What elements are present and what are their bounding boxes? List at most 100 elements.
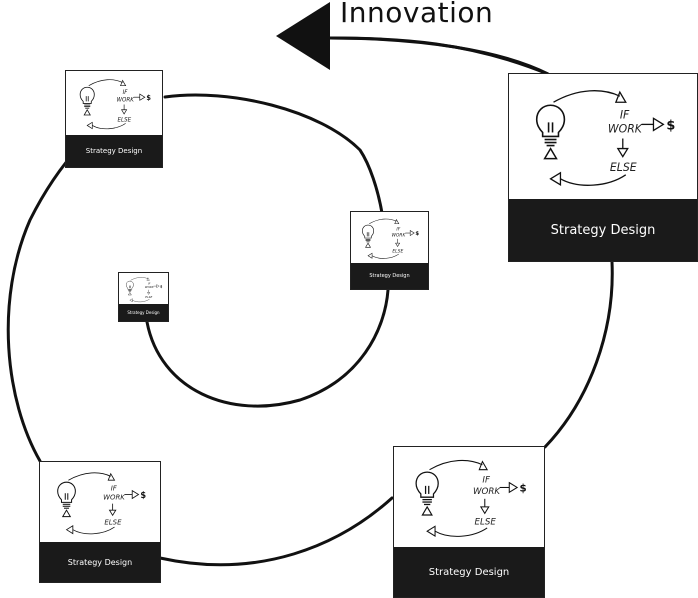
triangle-up-icon <box>365 242 371 248</box>
arc-arrow-top <box>553 90 621 103</box>
strategy-flow-graphic: IF WORK $ ELSE <box>126 277 163 303</box>
arc-arrow-top <box>369 218 397 225</box>
card-label: Strategy Design <box>119 304 168 321</box>
card-illustration: IF WORK $ ELSE <box>66 71 162 137</box>
triangle-arrow-icon <box>107 472 116 481</box>
triangle-left-icon <box>426 525 436 537</box>
triangle-down-icon <box>120 109 128 115</box>
triangle-right-icon <box>652 117 665 132</box>
if-label: IF <box>123 90 129 96</box>
triangle-right-icon <box>139 93 146 101</box>
card-illustration: IF WORK $ ELSE <box>119 273 168 306</box>
work-label: WORK <box>608 122 643 135</box>
strategy-card-small: IF WORK $ ELSE Strategy Design <box>118 272 169 322</box>
else-label: ELSE <box>475 518 497 528</box>
strategy-flow-graphic: IF WORK $ ELSE <box>415 459 527 537</box>
dollar-label: $ <box>160 284 163 288</box>
triangle-right-icon <box>409 230 415 237</box>
triangle-left-icon <box>129 298 133 303</box>
triangle-arrow-icon <box>478 460 489 471</box>
card-label: Strategy Design <box>351 263 428 289</box>
strategy-card-medium: IF WORK $ ELSE Strategy Design <box>350 211 429 290</box>
strategy-card-large: IF WORK $ ELSE Strategy Design <box>508 73 698 262</box>
triangle-right-icon <box>131 489 140 500</box>
strategy-flow-graphic: IF WORK $ ELSE <box>57 472 146 535</box>
card-illustration: IF WORK $ ELSE <box>40 462 160 544</box>
if-label: IF <box>148 282 151 286</box>
triangle-down-icon <box>108 509 117 517</box>
triangle-arrow-icon <box>146 277 150 281</box>
arc-arrow-bottom <box>132 299 150 303</box>
triangle-arrow-icon <box>614 90 627 103</box>
work-label: WORK <box>117 97 136 103</box>
triangle-up-icon <box>543 147 558 160</box>
triangle-left-icon <box>86 121 93 130</box>
triangle-down-icon <box>395 242 401 248</box>
triangle-up-icon <box>127 291 132 296</box>
if-label: IF <box>482 476 490 486</box>
triangle-right-icon <box>508 481 519 494</box>
card-illustration: IF WORK $ ELSE <box>351 212 428 265</box>
spiral-arrow-head <box>276 2 330 70</box>
lightbulb-icon <box>415 471 439 506</box>
arc-arrow-top <box>68 472 111 481</box>
if-label: IF <box>111 484 118 493</box>
triangle-left-icon <box>65 525 74 535</box>
card-illustration: IF WORK $ ELSE <box>394 447 544 549</box>
lightbulb-icon <box>362 224 375 243</box>
else-label: ELSE <box>118 117 132 123</box>
triangle-down-icon <box>616 147 629 158</box>
arc-arrow-bottom <box>72 526 115 535</box>
card-label: Strategy Design <box>394 547 544 597</box>
diagram-title: Innovation <box>340 0 494 29</box>
triangle-left-icon <box>549 171 562 187</box>
spiral-path <box>6 36 614 567</box>
card-illustration: IF WORK $ ELSE <box>509 74 697 201</box>
triangle-up-icon <box>61 509 72 518</box>
triangle-down-icon <box>479 506 490 515</box>
triangle-arrow-icon <box>120 79 127 87</box>
triangle-left-icon <box>367 252 373 259</box>
if-label: IF <box>396 226 400 232</box>
dollar-label: $ <box>146 94 151 102</box>
lightbulb-icon <box>535 104 566 147</box>
work-label: WORK <box>103 493 126 502</box>
triangle-up-icon <box>421 505 433 516</box>
dollar-label: $ <box>140 490 146 500</box>
arc-arrow-bottom <box>434 527 488 537</box>
arc-arrow-top <box>88 79 123 86</box>
arc-arrow-bottom <box>560 174 627 186</box>
lightbulb-icon <box>79 86 95 109</box>
card-label: Strategy Design <box>509 199 697 261</box>
work-label: WORK <box>473 487 501 497</box>
else-label: ELSE <box>610 161 637 174</box>
arc-arrow-bottom <box>92 123 126 130</box>
strategy-flow-graphic: IF WORK $ ELSE <box>362 218 419 259</box>
else-label: ELSE <box>104 517 122 526</box>
dollar-label: $ <box>520 482 527 494</box>
triangle-down-icon <box>147 292 151 295</box>
strategy-card-bottom-right: IF WORK $ ELSE Strategy Design <box>393 446 545 598</box>
arc-arrow-bottom <box>371 253 399 259</box>
work-label: WORK <box>145 285 155 289</box>
triangle-arrow-icon <box>394 218 400 225</box>
card-label: Strategy Design <box>40 542 160 582</box>
strategy-card-top-left: IF WORK $ ELSE Strategy Design <box>65 70 163 168</box>
else-label: ELSE <box>145 295 152 299</box>
lightbulb-icon <box>126 280 134 292</box>
strategy-card-bottom-left: IF WORK $ ELSE Strategy Design <box>39 461 161 583</box>
dollar-label: $ <box>415 231 419 237</box>
triangle-up-icon <box>83 108 91 116</box>
arc-arrow-top <box>429 459 483 471</box>
strategy-flow-graphic: IF WORK $ ELSE <box>79 79 151 130</box>
work-label: WORK <box>392 232 407 238</box>
strategy-flow-graphic: IF WORK $ ELSE <box>535 90 675 187</box>
triangle-right-icon <box>156 284 160 288</box>
card-label: Strategy Design <box>66 135 162 167</box>
if-label: IF <box>620 108 630 121</box>
lightbulb-icon <box>57 481 76 509</box>
arc-arrow-top <box>130 277 148 281</box>
dollar-label: $ <box>666 118 675 133</box>
else-label: ELSE <box>392 248 403 254</box>
